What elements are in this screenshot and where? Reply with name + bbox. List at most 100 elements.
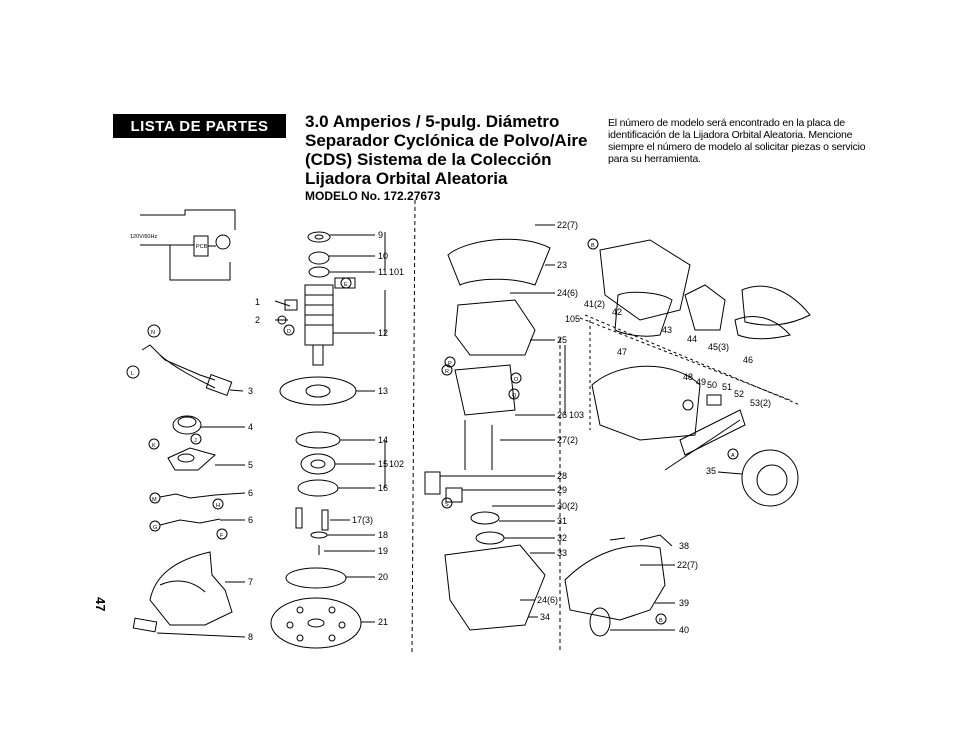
model-number: MODELO No. 172.27673 <box>305 189 441 203</box>
ref-letter-o: O <box>514 377 519 383</box>
part-label-22b: 22(7) <box>677 560 698 570</box>
motor-armature-column <box>270 199 416 656</box>
ref-letter-r: R <box>445 369 449 375</box>
part-label-101: 101 <box>389 267 404 277</box>
part-label-38: 38 <box>679 541 689 551</box>
ref-letter-k: K <box>152 443 156 449</box>
part-label-7: 7 <box>248 577 253 587</box>
cord-switch-assembly <box>141 299 298 396</box>
part-label-14: 14 <box>378 435 388 445</box>
part-label-48: 48 <box>683 372 693 382</box>
part-label-52: 52 <box>734 389 744 399</box>
circled-reference-letters: N L J K M H G F E D P R O Q S B A B <box>126 238 739 625</box>
part-label-46: 46 <box>743 355 753 365</box>
schematic-pcb: PCB <box>196 244 208 250</box>
ref-letter-g: G <box>153 525 157 531</box>
front-handle-shroud <box>149 551 245 626</box>
ref-letter-a: A <box>731 453 735 459</box>
part-label-6b: 6 <box>248 515 253 525</box>
part-label-40: 40 <box>679 625 689 635</box>
part-label-32: 32 <box>557 533 567 543</box>
part-label-34: 34 <box>540 612 550 622</box>
ref-letter-j: J <box>194 438 197 444</box>
part-label-27: 27(2) <box>557 435 578 445</box>
ref-letter-f: F <box>220 533 224 539</box>
part-label-12: 12 <box>378 328 388 338</box>
part-label-8: 8 <box>248 632 253 642</box>
part-label-53: 53(2) <box>750 398 771 408</box>
parts-list-badge: LISTA DE PARTES <box>113 114 286 138</box>
schematic-voltage: 120V/60Hz <box>130 234 157 240</box>
part-label-13: 13 <box>378 386 388 396</box>
part-label-2: 2 <box>255 315 260 325</box>
part-label-30: 30(2) <box>557 501 578 511</box>
ref-letter-l: L <box>131 371 134 377</box>
switch-board <box>167 447 245 471</box>
part-label-39: 39 <box>679 598 689 608</box>
title-line-2: Separador Cyclónica de Polvo/Aire <box>305 131 588 150</box>
part-label-29: 29 <box>557 485 567 495</box>
part-label-26: 26 <box>557 410 567 420</box>
lead-wires <box>159 492 246 526</box>
part-label-41: 41(2) <box>584 299 605 309</box>
ref-letter-s: S <box>445 502 449 508</box>
part-label-50: 50 <box>707 380 717 390</box>
part-label-10: 10 <box>378 251 388 261</box>
part-label-42: 42 <box>612 307 622 317</box>
part-label-24b: 24(6) <box>537 595 558 605</box>
part-label-22a: 22(7) <box>557 220 578 230</box>
part-label-105: 105 <box>565 314 580 324</box>
ref-letter-n: N <box>151 330 155 336</box>
ref-letter-q: Q <box>512 393 517 399</box>
ref-letter-b2: B <box>659 618 663 624</box>
part-label-16: 16 <box>378 483 388 493</box>
part-label-51: 51 <box>722 382 732 392</box>
part-label-15: 15 <box>378 459 388 469</box>
part-label-6a: 6 <box>248 488 253 498</box>
part-label-3: 3 <box>248 386 253 396</box>
part-label-11: 11 <box>378 267 387 277</box>
ref-letter-d: D <box>287 329 291 335</box>
dust-cap <box>132 617 246 638</box>
part-label-103: 103 <box>569 410 584 420</box>
dust-port-assembly <box>564 534 675 637</box>
part-number-labels: 1 2 3 4 5 6 6 7 8 9 10 11 101 12 13 14 1… <box>248 220 771 642</box>
part-label-28: 28 <box>557 471 567 481</box>
ref-letter-b: B <box>591 243 595 249</box>
part-label-21: 21 <box>378 617 388 627</box>
part-label-25: 25 <box>557 335 567 345</box>
ref-letter-e: E <box>344 282 348 288</box>
part-label-35: 35 <box>706 466 716 476</box>
part-label-1: 1 <box>255 297 260 307</box>
part-label-33: 33 <box>557 548 567 558</box>
title-line-3: (CDS) Sistema de la Colección <box>305 150 552 169</box>
part-label-20: 20 <box>378 572 388 582</box>
ref-letter-p: P <box>448 361 452 367</box>
part-label-43: 43 <box>662 325 672 335</box>
part-label-4: 4 <box>248 422 253 432</box>
part-label-49: 49 <box>696 377 706 387</box>
part-label-23: 23 <box>557 260 567 270</box>
part-label-44: 44 <box>687 334 697 344</box>
part-label-31: 31 <box>557 516 567 526</box>
cyclone-separator-assembly <box>579 239 811 507</box>
part-label-9: 9 <box>378 230 383 240</box>
part-label-102: 102 <box>389 459 404 469</box>
part-label-19: 19 <box>378 546 388 556</box>
part-label-17: 17(3) <box>352 515 373 525</box>
ref-letter-h: H <box>216 503 220 509</box>
ref-letter-m: M <box>152 497 157 503</box>
part-label-18: 18 <box>378 530 388 540</box>
motor-housing-column <box>424 224 566 650</box>
switch-boot <box>172 415 245 435</box>
model-number-note: El número de modelo será encontrado en l… <box>608 117 866 165</box>
wiring-schematic: 120V/60Hz PCB <box>130 209 236 281</box>
part-label-5: 5 <box>248 460 253 470</box>
product-title: 3.0 Amperios / 5-pulg. Diámetro Separado… <box>305 112 595 204</box>
part-label-47: 47 <box>617 347 627 357</box>
part-label-24a: 24(6) <box>557 288 578 298</box>
part-label-45: 45(3) <box>708 342 729 352</box>
title-line-1: 3.0 Amperios / 5-pulg. Diámetro <box>305 112 560 131</box>
title-line-4: Lijadora Orbital Aleatoria <box>305 169 508 188</box>
